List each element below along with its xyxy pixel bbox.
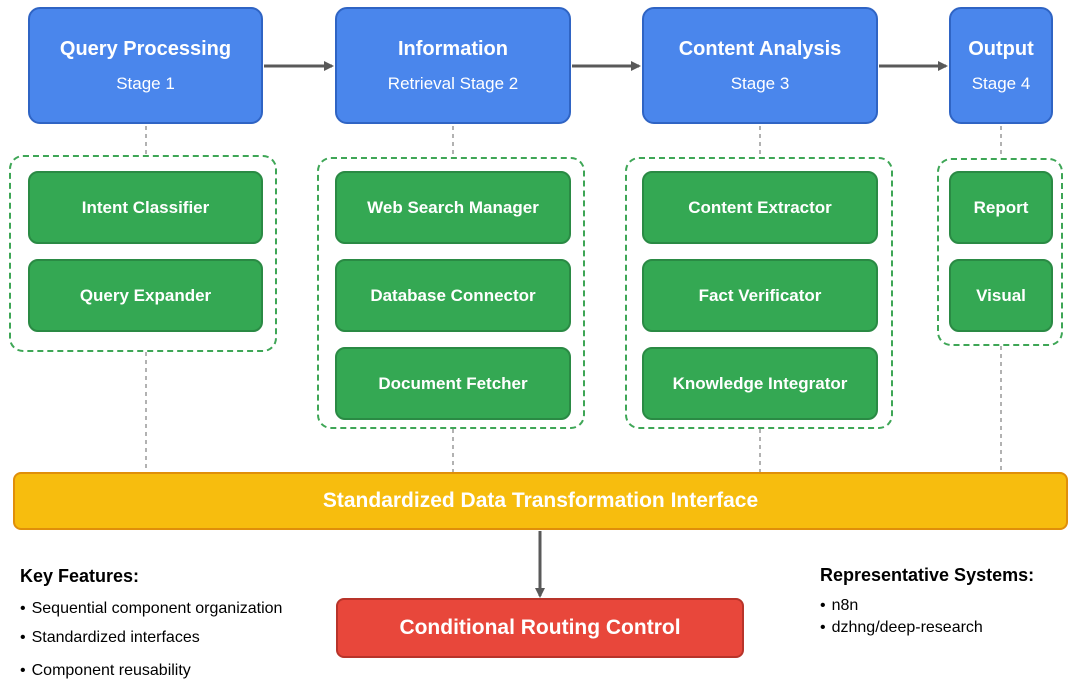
representative-systems-panel: Representative Systems: n8n dzhng/deep-r… — [820, 565, 1075, 638]
component-document-fetcher: Document Fetcher — [335, 347, 571, 420]
key-feature-item: Component reusability — [20, 661, 320, 681]
key-feature-item: Standardized interfaces — [20, 628, 320, 648]
representative-system-item: n8n — [820, 596, 1075, 616]
component-database-connector: Database Connector — [335, 259, 571, 332]
data-transformation-interface: Standardized Data Transformation Interfa… — [13, 472, 1068, 530]
stage-content-analysis: Content Analysis Stage 3 — [642, 7, 878, 124]
component-intent-classifier: Intent Classifier — [28, 171, 263, 244]
component-content-extractor: Content Extractor — [642, 171, 878, 244]
component-fact-verificator: Fact Verificator — [642, 259, 878, 332]
stage-title: Query Processing — [59, 37, 232, 60]
component-web-search-manager: Web Search Manager — [335, 171, 571, 244]
stage-output: Output Stage 4 — [949, 7, 1053, 124]
key-features-panel: Key Features: Sequential component organ… — [20, 566, 320, 681]
stage-subtitle: Stage 4 — [971, 73, 1031, 93]
key-feature-item: Sequential component organization — [20, 599, 320, 619]
stage-title: Output — [968, 37, 1034, 60]
representative-systems-heading: Representative Systems: — [820, 565, 1035, 585]
representative-system-item: dzhng/deep-research — [820, 618, 1075, 638]
component-visual: Visual — [949, 259, 1053, 332]
key-features-heading: Key Features: — [20, 566, 140, 586]
stage-subtitle: Retrieval Stage 2 — [387, 73, 519, 93]
stage-query-processing: Query Processing Stage 1 — [28, 7, 263, 124]
stage-subtitle: Stage 3 — [730, 73, 790, 93]
stage-information-retrieval: Information Retrieval Stage 2 — [335, 7, 571, 124]
stage-title: Content Analysis — [678, 37, 842, 60]
component-report: Report — [949, 171, 1053, 244]
stage-subtitle: Stage 1 — [116, 73, 175, 93]
component-knowledge-integrator: Knowledge Integrator — [642, 347, 878, 420]
stage-title: Information — [398, 37, 508, 60]
component-query-expander: Query Expander — [28, 259, 263, 332]
conditional-routing-control: Conditional Routing Control — [336, 598, 744, 658]
